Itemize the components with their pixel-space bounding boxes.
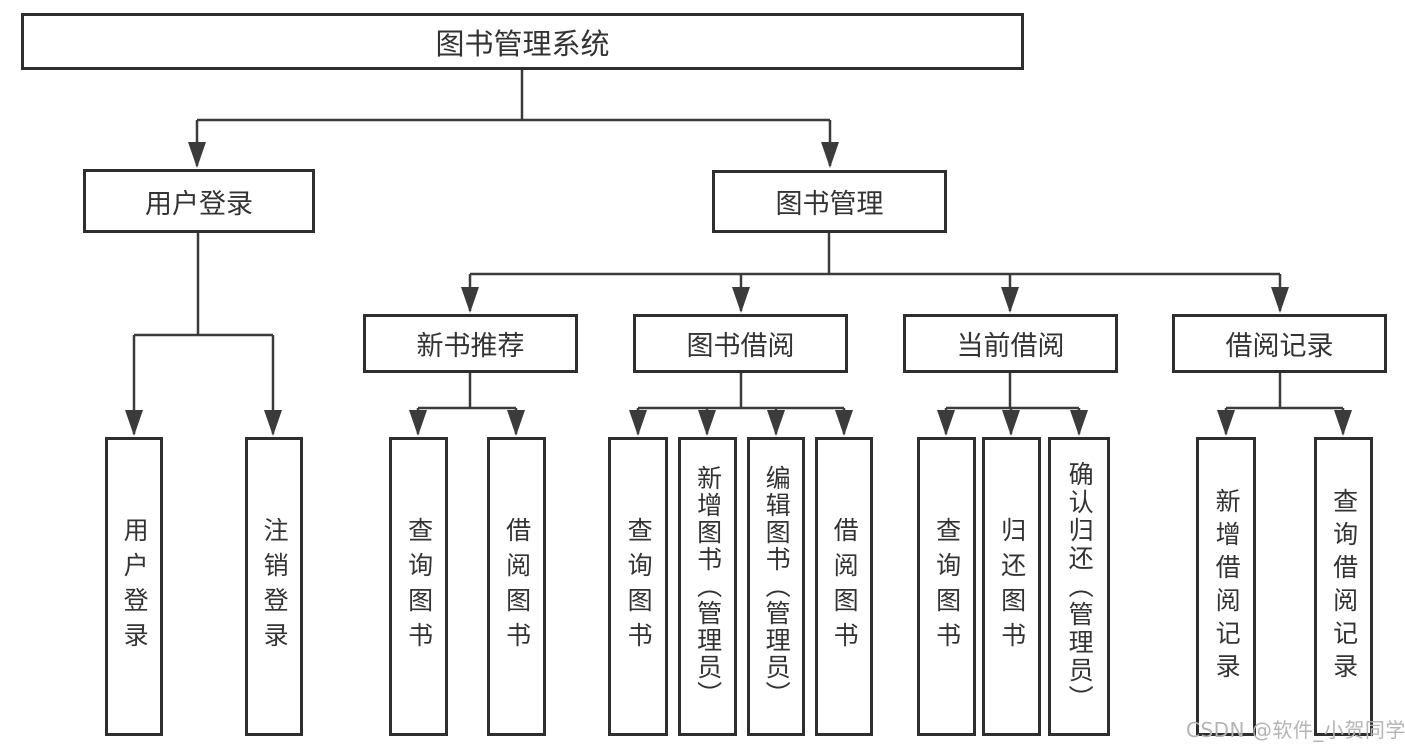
leaf-confirm-return-admin-label: 确认归还（管理员） [1065, 460, 1095, 713]
leaf-logout-label: 注销登录 [260, 516, 290, 657]
leaf-user-login-label: 用户登录 [120, 516, 150, 657]
leaf-return-book-label: 归还图书 [997, 516, 1027, 657]
node-borrow-record-label: 借阅记录 [1225, 331, 1334, 362]
arrowhead [507, 410, 525, 436]
arrowhead [1217, 410, 1235, 436]
arrowhead [264, 410, 282, 436]
leaf-query-book-borrow-label: 查询图书 [624, 516, 654, 657]
arrowhead [1070, 410, 1088, 436]
leaf-borrow-book-recommend-label: 借阅图书 [502, 516, 532, 657]
connector-current-borrow-children [937, 373, 1088, 436]
leaf-query-borrow-record: 查询借阅记录 [1314, 437, 1373, 736]
node-borrow-record: 借阅记录 [1172, 314, 1387, 373]
connector-user-login-children [125, 233, 282, 436]
leaf-add-book-admin-label: 新增图书（管理员） [693, 465, 723, 708]
node-book-mgmt-label: 图书管理 [775, 189, 884, 220]
connector-book-borrow-children [629, 373, 853, 436]
leaf-return-book: 归还图书 [982, 437, 1041, 736]
arrowhead [732, 287, 750, 313]
arrowhead [698, 410, 716, 436]
leaf-query-book-current: 查询图书 [917, 437, 976, 736]
arrowhead [937, 410, 955, 436]
leaf-add-borrow-record-label: 新增借阅记录 [1212, 487, 1242, 686]
arrowhead [188, 142, 206, 168]
leaf-confirm-return-admin: 确认归还（管理员） [1048, 437, 1110, 736]
watermark: CSDN @软件_小贺同学 [1186, 718, 1405, 742]
arrowhead [125, 410, 143, 436]
node-user-login-label: 用户登录 [145, 188, 253, 220]
arrowhead [821, 142, 839, 168]
connector-book-mgmt-children [461, 233, 1289, 313]
arrowhead [1271, 287, 1289, 313]
node-current-borrow: 当前借阅 [903, 314, 1118, 373]
node-root-label: 图书管理系统 [435, 26, 610, 61]
leaf-query-book-borrow: 查询图书 [608, 437, 668, 736]
leaf-query-borrow-record-label: 查询借阅记录 [1329, 487, 1359, 686]
arrowhead [1334, 410, 1352, 436]
leaf-edit-book-admin-label: 编辑图书（管理员） [762, 465, 792, 708]
connector-new-rec-children [409, 373, 525, 436]
leaf-query-book-recommend: 查询图书 [389, 437, 448, 736]
arrowhead [629, 410, 647, 436]
node-root: 图书管理系统 [21, 13, 1024, 70]
leaf-edit-book-admin: 编辑图书（管理员） [747, 437, 805, 736]
leaf-borrow-book-recommend: 借阅图书 [487, 437, 546, 736]
node-current-borrow-label: 当前借阅 [956, 331, 1065, 362]
arrowhead [835, 410, 853, 436]
leaf-query-book-current-label: 查询图书 [932, 516, 962, 657]
node-book-mgmt: 图书管理 [712, 170, 947, 233]
connector-root-children [188, 69, 839, 168]
connector-borrow-record-children [1217, 373, 1352, 436]
leaf-borrow-book-label: 借阅图书 [830, 516, 860, 657]
node-book-borrow-label: 图书借阅 [686, 331, 795, 362]
arrowhead [461, 287, 479, 313]
arrowhead [1002, 410, 1020, 436]
leaf-query-book-recommend-label: 查询图书 [404, 516, 434, 657]
leaf-logout: 注销登录 [245, 437, 303, 736]
leaf-add-borrow-record: 新增借阅记录 [1196, 437, 1256, 736]
arrowhead [409, 410, 427, 436]
leaf-add-book-admin: 新增图书（管理员） [678, 437, 737, 736]
node-new-book-recommend: 新书推荐 [363, 314, 578, 373]
node-book-borrow: 图书借阅 [633, 314, 848, 373]
node-new-book-recommend-label: 新书推荐 [416, 331, 525, 362]
node-user-login: 用户登录 [83, 169, 315, 233]
leaf-user-login: 用户登录 [105, 437, 163, 736]
arrowhead [1001, 287, 1019, 313]
arrowhead [767, 410, 785, 436]
leaf-borrow-book: 借阅图书 [815, 437, 873, 736]
